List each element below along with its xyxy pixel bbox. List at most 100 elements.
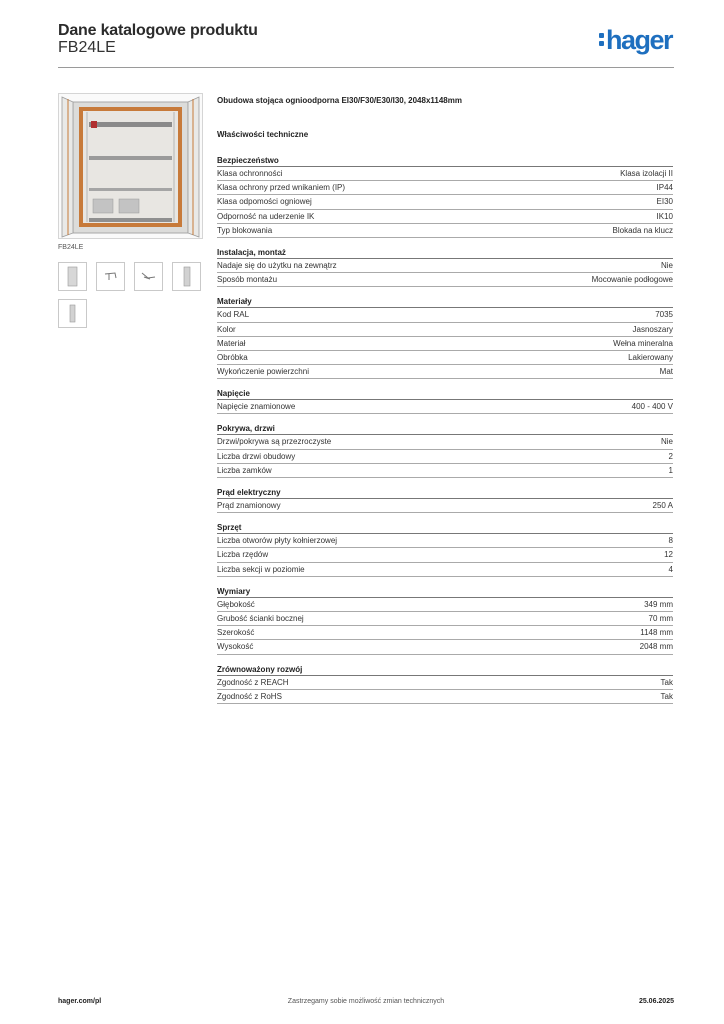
logo-dots-icon — [598, 33, 605, 47]
spec-value: Nie — [660, 260, 673, 270]
spec-label: Zgodność z REACH — [217, 677, 289, 687]
technical-properties-heading: Właściwości techniczne — [217, 130, 309, 139]
spec-value: Nie — [660, 437, 673, 447]
spec-group-title: Zrównoważony rozwój — [217, 664, 673, 676]
image-caption: FB24LE — [58, 244, 84, 251]
spec-label: Klasa ochronności — [217, 169, 283, 178]
spec-label: Wysokość — [217, 642, 254, 652]
spec-label: Szerokość — [217, 628, 255, 638]
spec-row: Prąd znamionowy 250 A — [217, 499, 673, 514]
spec-value: Blokada na klucz — [612, 225, 673, 235]
spec-row: Drzwi/pokrywa są przezroczyste Nie — [217, 435, 673, 450]
spec-value: Tak — [660, 677, 673, 687]
thumbnail-cabinet-front[interactable] — [58, 262, 87, 291]
spec-row: Kod RAL 7035 — [217, 308, 673, 323]
spec-value: 400 - 400 V — [631, 402, 673, 412]
spec-label: Liczba drzwi obudowy — [217, 451, 296, 461]
footer-website-link[interactable]: hager.com/pl — [58, 998, 102, 1005]
spec-label: Grubość ścianki bocznej — [217, 613, 304, 623]
thumbnail-door-panel[interactable] — [58, 299, 87, 328]
product-image[interactable] — [58, 93, 203, 239]
spec-value: 70 mm — [648, 613, 673, 623]
mounting-bracket-icon — [104, 272, 117, 280]
spec-label: Materiał — [217, 338, 246, 348]
spec-label: Liczba otworów płyty kołnierzowej — [217, 536, 338, 546]
product-code: FB24LE — [58, 39, 116, 56]
spec-label: Klasa ochrony przed wnikaniem (IP) — [217, 183, 346, 193]
spec-label: Liczba sekcji w poziomie — [217, 564, 305, 574]
spec-label: Nadaje się do użytku na zewnątrz — [217, 260, 337, 270]
spec-row: Typ blokowania Blokada na klucz — [217, 224, 673, 238]
spec-value: Tak — [660, 691, 673, 701]
spec-value: Lakierowany — [628, 352, 673, 362]
spec-label: Kolor — [217, 324, 236, 334]
cabinet-front-icon — [67, 266, 78, 287]
spec-label: Liczba zamków — [217, 465, 272, 475]
spec-value: 1 — [668, 465, 673, 475]
spec-value: IP44 — [656, 183, 673, 193]
spec-row: Liczba otworów płyty kołnierzowej 8 — [217, 534, 673, 549]
product-specifications: Obudowa stojąca ognioodporna EI30/F30/E3… — [217, 96, 673, 713]
spec-group-title: Sprzęt — [217, 522, 673, 535]
spec-group-title: Bezpieczeństwo — [217, 155, 673, 167]
spec-row: Liczba zamków 1 — [217, 464, 673, 478]
spec-value: 2 — [668, 451, 673, 461]
spec-row: Zgodność z REACH Tak — [217, 676, 673, 690]
spec-label: Głębokość — [217, 599, 255, 609]
spec-group-title: Materiały — [217, 296, 673, 309]
spec-value: Klasa izolacji II — [620, 169, 673, 178]
spec-group-title: Prąd elektryczny — [217, 487, 673, 499]
spec-value: 4 — [668, 564, 673, 574]
logo-text: hager — [605, 25, 674, 55]
product-description: Obudowa stojąca ognioodporna EI30/F30/E3… — [217, 96, 462, 105]
spec-value: Jasnoszary — [632, 324, 673, 334]
door-panel-icon — [69, 304, 76, 323]
spec-value: 1148 mm — [640, 628, 673, 638]
hager-logo[interactable]: hager — [598, 25, 674, 55]
spec-group-title: Instalacja, montaż — [217, 247, 673, 259]
spec-value: 7035 — [655, 310, 673, 320]
spec-value: 349 mm — [644, 599, 673, 609]
spec-value: Mat — [659, 367, 673, 377]
spec-label: Obróbka — [217, 352, 248, 362]
spec-value: EI30 — [656, 197, 673, 207]
spec-group-title: Pokrywa, drzwi — [217, 423, 673, 436]
spec-label: Typ blokowania — [217, 225, 273, 235]
spec-label: Napięcie znamionowe — [217, 402, 296, 412]
thumbnail-cabinet-side[interactable] — [172, 262, 201, 291]
cabinet-side-icon — [183, 266, 191, 287]
spec-label: Liczba rzędów — [217, 550, 269, 560]
spec-row: Szerokość 1148 mm — [217, 626, 673, 641]
spec-label: Kod RAL — [217, 310, 250, 320]
spec-label: Odporność na uderzenie IK — [217, 211, 315, 221]
spec-row: Klasa ochrony przed wnikaniem (IP) IP44 — [217, 181, 673, 196]
spec-label: Prąd znamionowy — [217, 501, 281, 510]
spec-value: 8 — [668, 536, 673, 546]
thumbnail-mounting-bracket[interactable] — [96, 262, 125, 291]
footer-notice: Zastrzegamy sobie możliwość zmian techni… — [287, 998, 445, 1005]
spec-value: 250 A — [652, 501, 673, 510]
spec-row: Liczba drzwi obudowy 2 — [217, 450, 673, 464]
thumbnail-locking-element[interactable] — [134, 262, 163, 291]
spec-row: Głębokość 349 mm — [217, 598, 673, 612]
spec-row: Klasa ochronności Klasa izolacji II — [217, 167, 673, 182]
spec-value: Wełna mineralna — [613, 338, 673, 348]
footer-date: 25.06.2025 — [638, 998, 674, 1005]
spec-label: Drzwi/pokrywa są przezroczyste — [217, 437, 332, 447]
spec-row: Obróbka Lakierowany — [217, 351, 673, 366]
cabinet-illustration — [59, 94, 202, 238]
spec-row: Grubość ścianki bocznej 70 mm — [217, 612, 673, 627]
